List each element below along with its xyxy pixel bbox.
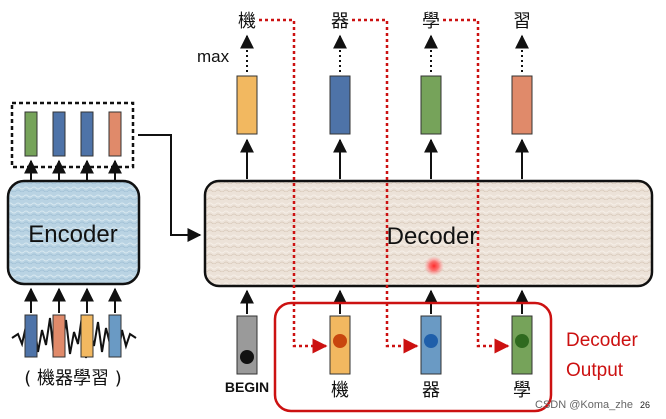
encoder-input-vector: [24, 314, 38, 358]
decoder-input-dot: [333, 334, 347, 348]
decoder-input-vector: [236, 315, 258, 375]
decoder-output-label-line1: Decoder: [566, 330, 638, 351]
decoder-outputs: 機器學習: [236, 11, 533, 179]
decoder-block: Decoder: [203, 179, 654, 288]
decoder-input-dot: [424, 334, 438, 348]
decoder-input-token: 學: [513, 380, 531, 401]
encoder-input-vector: [52, 314, 66, 358]
max-label: max: [197, 47, 230, 66]
decoder-output-highlight-box: [273, 301, 553, 413]
laser-pointer-dot: [424, 256, 444, 276]
encoder-input-caption: ( 機器學習 ): [24, 368, 122, 389]
decoder-output-distribution: [236, 75, 258, 135]
decoder-output-token: 學: [422, 11, 440, 32]
decoder-output-distribution: [511, 75, 533, 135]
encoder-output-group: [10, 101, 135, 169]
decoder-input-token: 器: [422, 380, 440, 401]
encoder-output-vector: [80, 111, 94, 157]
encoder-box: [6, 179, 141, 286]
feedback-arrows: [259, 18, 510, 354]
encoder-to-decoder-arrow: [138, 134, 202, 242]
encoder-input-arrows: [24, 287, 122, 313]
feedback-arrow: [352, 18, 419, 354]
decoder-inputs: BEGIN 機 器 學: [225, 289, 533, 401]
encoder-output-vector: [108, 111, 122, 157]
feedback-arrow: [443, 18, 510, 354]
decoder-label: Decoder: [387, 223, 478, 250]
encoder-output-dashed-box: [10, 101, 135, 169]
decoder-output-token: 機: [238, 11, 256, 32]
encoder-output-vector: [24, 111, 38, 157]
encoder-up-arrows: [24, 159, 122, 181]
encoder-input-group: ( 機器學習 ): [11, 314, 137, 389]
decoder-output-distribution: [420, 75, 442, 135]
encoder-block: Encoder: [6, 179, 141, 286]
begin-token-label: BEGIN: [225, 379, 269, 395]
decoder-input-dot: [240, 350, 254, 364]
decoder-output-distribution: [329, 75, 351, 135]
encoder-input-vector: [80, 314, 94, 358]
feedback-arrow: [259, 18, 328, 354]
page-number: 26: [640, 400, 650, 410]
encoder-input-vector: [108, 314, 122, 358]
watermark: CSDN @Koma_zhe: [535, 399, 633, 411]
decoder-input-token: 機: [331, 380, 349, 401]
encoder-output-vector: [52, 111, 66, 157]
decoder-output-label-line2: Output: [566, 360, 624, 381]
decoder-output-token: 習: [513, 11, 531, 32]
decoder-output-token: 器: [331, 11, 349, 32]
decoder-box: [203, 179, 654, 288]
decoder-input-dot: [515, 334, 529, 348]
encoder-label: Encoder: [28, 221, 117, 248]
